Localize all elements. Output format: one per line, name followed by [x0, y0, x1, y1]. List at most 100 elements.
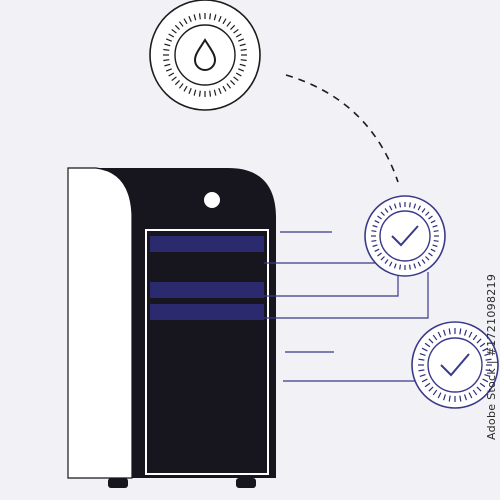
tick-mark	[238, 68, 245, 72]
tick-mark	[464, 329, 468, 336]
tick-mark	[240, 48, 247, 51]
tick-mark	[213, 14, 217, 21]
dial-ticks	[163, 13, 247, 97]
tick-mark	[377, 215, 382, 220]
tick-mark	[432, 224, 438, 228]
tick-mark	[428, 386, 434, 392]
tick-mark	[432, 334, 438, 341]
tick-mark	[240, 59, 247, 62]
tick-mark	[374, 220, 380, 224]
tick-mark	[193, 89, 197, 96]
tick-mark	[209, 90, 212, 97]
tick-mark	[399, 202, 402, 208]
tick-mark	[399, 264, 402, 270]
tick-mark	[424, 382, 431, 388]
tick-mark	[377, 252, 382, 257]
tick-mark	[163, 59, 170, 62]
tick-mark	[389, 205, 393, 211]
tick-mark	[418, 369, 425, 372]
tick-mark	[238, 38, 245, 42]
tick-mark	[442, 394, 446, 401]
cabinet-foot	[108, 478, 128, 488]
check-badge-secondary	[411, 321, 499, 409]
tick-mark	[222, 18, 227, 25]
tick-mark	[230, 80, 236, 86]
tick-mark	[230, 24, 236, 30]
tick-mark	[437, 331, 442, 338]
tick-mark	[437, 392, 442, 399]
tick-mark	[372, 244, 378, 248]
tick-mark	[408, 264, 411, 270]
tick-mark	[459, 395, 462, 402]
water-drop-icon	[193, 38, 217, 71]
tick-mark	[484, 352, 491, 356]
tick-mark	[164, 43, 171, 47]
tick-mark	[380, 211, 385, 216]
check-badge-primary	[364, 195, 446, 277]
tick-mark	[417, 205, 421, 211]
tick-mark	[380, 256, 385, 261]
tick-mark	[485, 358, 492, 361]
drawer-stack	[150, 236, 264, 320]
tick-mark	[482, 347, 489, 352]
tick-mark	[413, 203, 417, 209]
tick-mark	[174, 80, 180, 86]
tick-mark	[417, 261, 421, 267]
tick-mark	[233, 76, 239, 82]
tick-mark	[222, 85, 227, 92]
tick-mark	[183, 85, 188, 92]
check-badge-icon	[391, 225, 419, 247]
tick-mark	[433, 239, 439, 242]
side-caption: Adobe Stock | #1721098219	[485, 273, 498, 440]
tick-mark	[425, 256, 430, 261]
tick-mark	[193, 14, 197, 21]
tick-mark	[472, 389, 478, 396]
tick-mark	[419, 352, 426, 356]
check-badge-icon	[440, 353, 470, 377]
tick-mark	[468, 392, 473, 399]
tick-mark	[413, 263, 417, 269]
drawer-slot	[150, 304, 264, 320]
tick-mark	[371, 239, 377, 242]
tick-mark	[198, 90, 201, 97]
connector-lines	[264, 231, 429, 382]
tick-mark	[218, 88, 222, 95]
tick-mark	[485, 369, 492, 372]
tick-mark	[171, 76, 177, 82]
cabinet-side-panel	[67, 167, 133, 479]
tick-mark	[374, 248, 380, 252]
tick-mark	[226, 83, 232, 89]
humidity-dial	[149, 0, 261, 111]
tick-mark	[430, 248, 436, 252]
tick-mark	[428, 338, 434, 344]
drawer-slot	[150, 282, 264, 298]
server-cabinet	[67, 167, 276, 488]
tick-mark	[165, 68, 172, 72]
tick-mark	[408, 202, 411, 208]
cabinet-foot	[236, 478, 256, 488]
tick-mark	[163, 48, 170, 51]
dashed-connector-arc	[285, 74, 399, 183]
drawer-slot	[150, 236, 264, 252]
tick-mark	[168, 33, 175, 38]
tick-mark	[393, 263, 397, 269]
tick-mark	[226, 21, 232, 27]
tick-mark	[448, 395, 451, 402]
tick-mark	[424, 342, 431, 348]
tick-mark	[476, 338, 482, 344]
tick-mark	[459, 328, 462, 335]
tick-mark	[421, 347, 428, 352]
tick-mark	[476, 386, 482, 392]
tick-mark	[430, 220, 436, 224]
tick-mark	[384, 259, 389, 264]
tick-mark	[468, 331, 473, 338]
tick-mark	[188, 88, 192, 95]
tick-mark	[389, 261, 393, 267]
cabinet-door	[145, 229, 269, 475]
tick-mark	[168, 72, 175, 77]
tick-mark	[419, 374, 426, 378]
tick-mark	[183, 18, 188, 25]
tick-mark	[393, 203, 397, 209]
power-button	[204, 192, 220, 208]
tick-mark	[421, 378, 428, 383]
